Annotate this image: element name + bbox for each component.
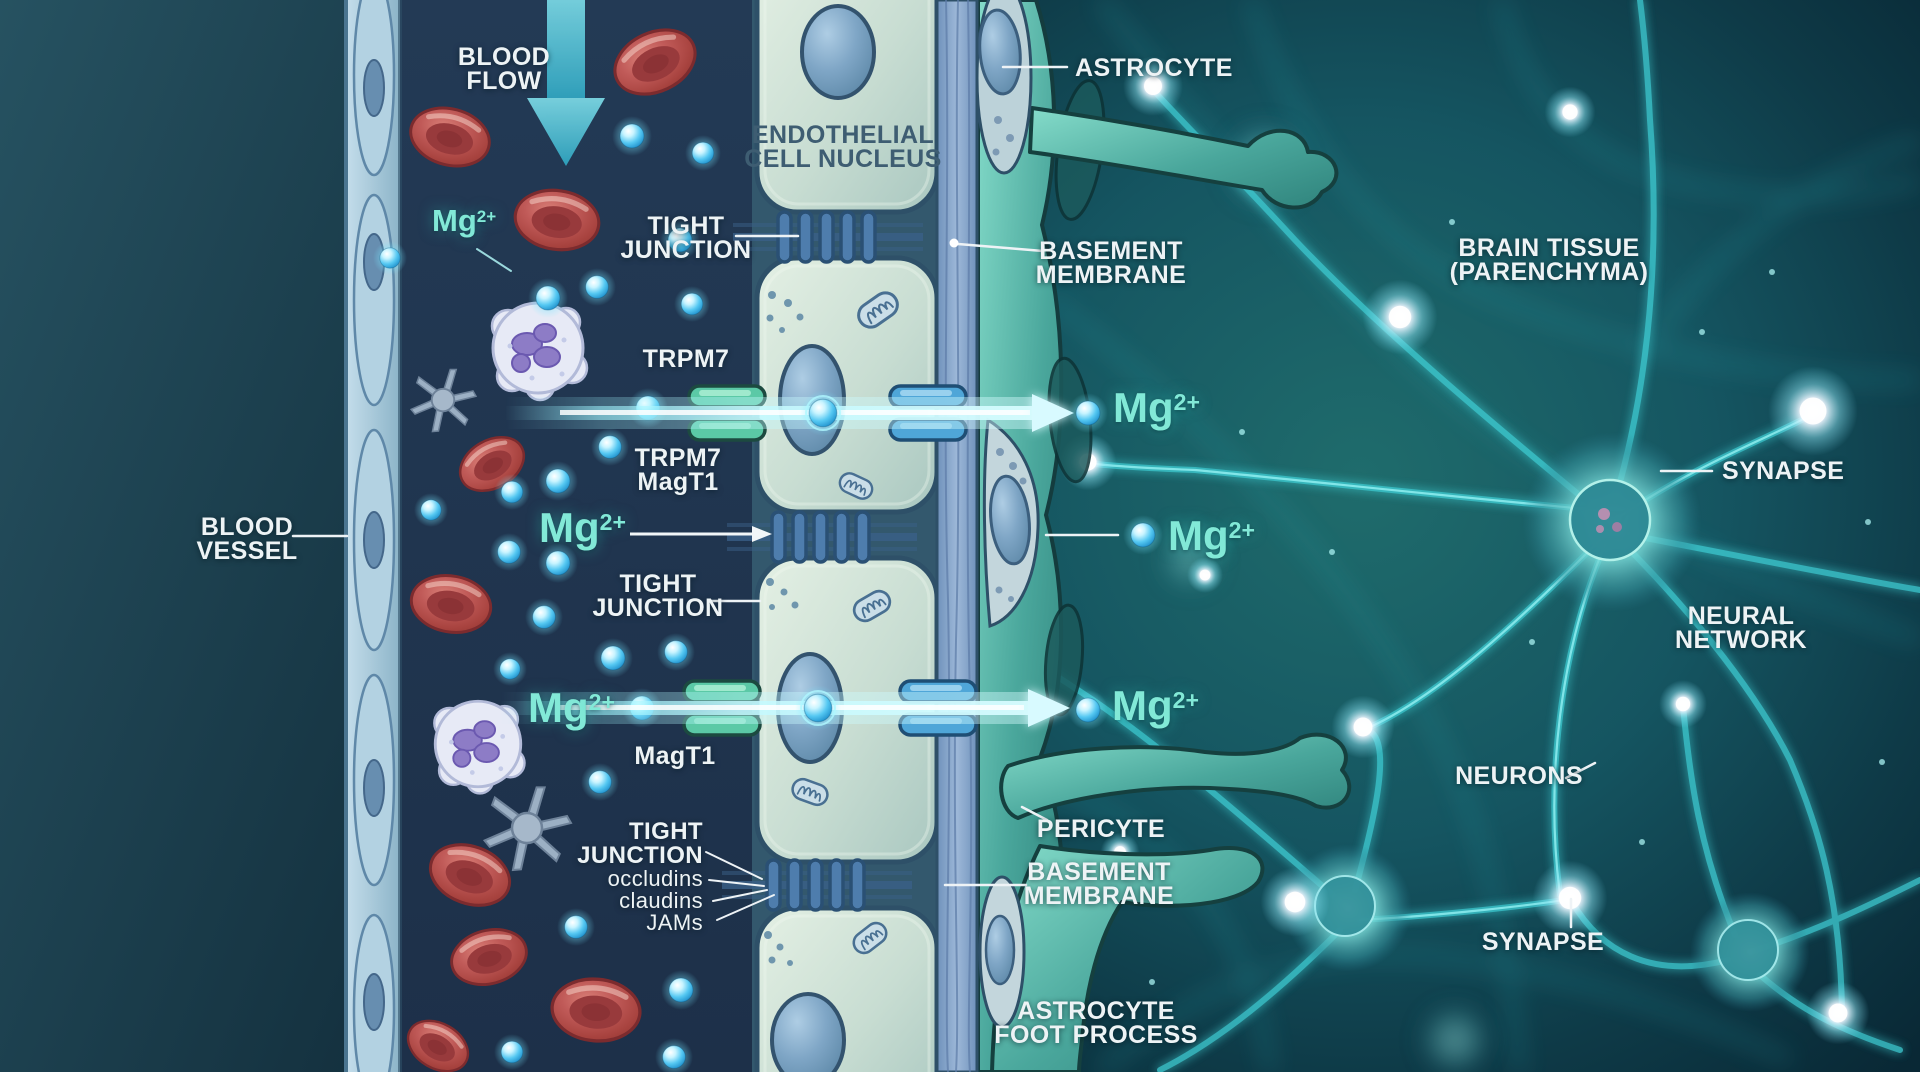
blood-vessel-wall (344, 0, 402, 1072)
trpm7-label: TRPM7 (642, 345, 730, 373)
perivascular-endfoot-lower (978, 875, 1026, 1029)
transport-beam-magt1 (500, 689, 1070, 727)
neurons-label: NEURONS (1455, 762, 1583, 790)
tight-junction-proteins-label: TIGHT JUNCTION occludins claudins JAMs (577, 818, 703, 935)
astrocyte-process-arm (1028, 106, 1339, 210)
beam-ion-dots (794, 389, 847, 732)
endothelial-nuclei (770, 4, 876, 1072)
mg-ion-label-left-2: Mg2+ (528, 684, 615, 731)
astrocyte-label: ASTROCYTE (1075, 54, 1233, 82)
leader-lines (291, 65, 1714, 929)
pericyte-label: PERICYTE (1036, 815, 1166, 843)
transport-beam-trpm7 (505, 394, 1074, 432)
brain-tissue-label: BRAIN TISSUE(PARENCHYMA) (1449, 234, 1649, 286)
neuron-soma-bottom-right (1690, 892, 1810, 1012)
mg-ion-label-right-1: Mg2+ (1113, 384, 1200, 431)
synapse-label-lower: SYNAPSE (1481, 928, 1605, 956)
mg-ion-label-right-3: Mg2+ (1112, 682, 1199, 729)
basement-membrane-band (935, 0, 979, 1072)
mg-ion-label-right-2: Mg2+ (1168, 512, 1255, 559)
synapse-label-upper: SYNAPSE (1722, 457, 1845, 485)
mg-ion-label-left-1: Mg2+ (539, 504, 626, 551)
neuron-soma-main (1522, 432, 1702, 612)
pericyte-body (999, 732, 1352, 820)
paracellular-arrow (630, 526, 772, 542)
cell-freckles (764, 291, 804, 966)
blood-flow-arrow (527, 0, 605, 166)
astrocyte-foot-process-shape (990, 844, 1265, 1072)
mg-ion-label-lumen: Mg2+ (432, 203, 497, 238)
astrocyte-soma-cell (975, 0, 1033, 175)
magt1-label: MagT1 (634, 742, 716, 770)
perivascular-endfoot-mid (982, 417, 1040, 629)
